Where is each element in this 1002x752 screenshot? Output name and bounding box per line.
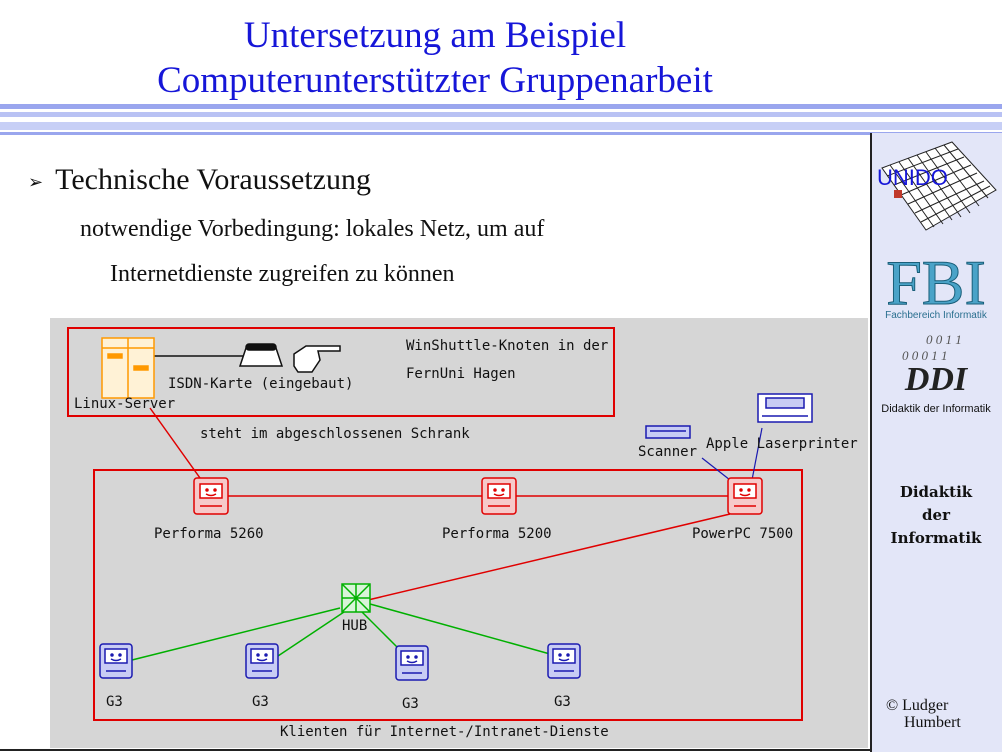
linux-server-icon [101,337,155,399]
link-hub-powerpc [367,513,731,601]
powerpc-7500-label: PowerPC 7500 [692,526,793,542]
sidebar-label-1: Didaktik [899,483,973,501]
unido-logo: UNIDO [877,141,997,231]
link-hub-g3-3 [361,611,399,649]
link-scanner-powerpc [701,457,731,481]
performa-5200-label: Performa 5200 [442,526,552,542]
network-box [93,469,803,721]
copyright: © Ludger Humbert [886,697,961,731]
winshuttle-box [67,327,615,417]
g3-client-4-icon [547,643,581,679]
link-printer-powerpc [751,427,763,481]
g3-client-3-icon [395,645,429,681]
g3-label-4: G3 [554,694,571,710]
copyright-symbol: © [886,697,899,714]
fbi-logo: FBI Fachbereich Informatik [885,248,988,321]
link-hub-g3-1 [131,607,341,661]
sub-text-line-1: notwendige Vorbedingung: lokales Netz, u… [80,216,545,242]
hub-label: HUB [342,618,367,634]
ddi-subtitle: Didaktik der Informatik [881,403,991,415]
fbi-subtitle: Fachbereich Informatik [885,310,988,321]
bullet-arrow-icon: ➢ [28,172,44,193]
powerpc-7500-icon [727,477,763,515]
fbi-text: FBI [886,248,986,318]
linux-server-label: Linux-Server [74,396,175,412]
ddi-logo: 0 0 1 1 0 0 0 1 1 DDI Didaktik der Infor… [881,332,991,415]
printer-label: Apple Laserprinter [706,436,858,452]
binary-digits-row1: 0 0 1 1 [926,332,962,347]
link-server-performa5260 [149,407,201,479]
printer-icon [757,393,813,423]
g3-client-2-icon [245,643,279,679]
binary-digits-row2: 0 0 0 1 1 [902,348,948,363]
header-stripes [0,104,1002,135]
g3-label-3: G3 [402,696,419,712]
network-diagram: WinShuttle-Knoten in der FernUni Hagen I… [50,318,868,748]
sub-text-line-2: Internetdienste zugreifen zu können [110,261,455,287]
copyright-name-1: Ludger [902,697,949,714]
sidebar-label-3: Informatik [890,529,982,547]
winshuttle-label-1: WinShuttle-Knoten in der [406,338,608,354]
clients-label: Klienten für Internet-/Intranet-Dienste [280,724,609,740]
isdn-label: ISDN-Karte (eingebaut) [168,376,353,392]
sidebar-label-2: der [922,506,950,524]
unido-text: UNIDO [877,165,948,190]
scanner-label: Scanner [638,444,697,460]
sidebar [870,133,1002,752]
title-line-1: Untersetzung am Beispiel [243,15,627,56]
pointing-hand-icon [293,345,341,373]
bullet-text: Technische Voraussetzung [55,163,371,196]
hub-icon [341,583,371,613]
title-line-2: Computerunterstützter Gruppenarbeit [157,60,713,101]
g3-label-1: G3 [106,694,123,710]
g3-client-1-icon [99,643,133,679]
performa-5200-icon [481,477,517,515]
bottom-rule [0,749,870,751]
network-diagram-svg: WinShuttle-Knoten in der FernUni Hagen I… [67,327,858,740]
winshuttle-label-2: FernUni Hagen [406,366,516,382]
bullet-heading: ➢ Technische Voraussetzung [28,162,371,200]
schrank-label: steht im abgeschlossenen Schrank [200,426,470,442]
scanner-icon [645,425,691,439]
copyright-name-2: Humbert [904,714,961,731]
link-hub-g3-4 [369,603,551,655]
performa-5260-label: Performa 5260 [154,526,264,542]
phone-icon [238,343,284,367]
link-hub-g3-2 [277,611,345,657]
performa-5260-icon [193,477,229,515]
ddi-text: DDI [904,361,969,398]
g3-label-2: G3 [252,694,269,710]
